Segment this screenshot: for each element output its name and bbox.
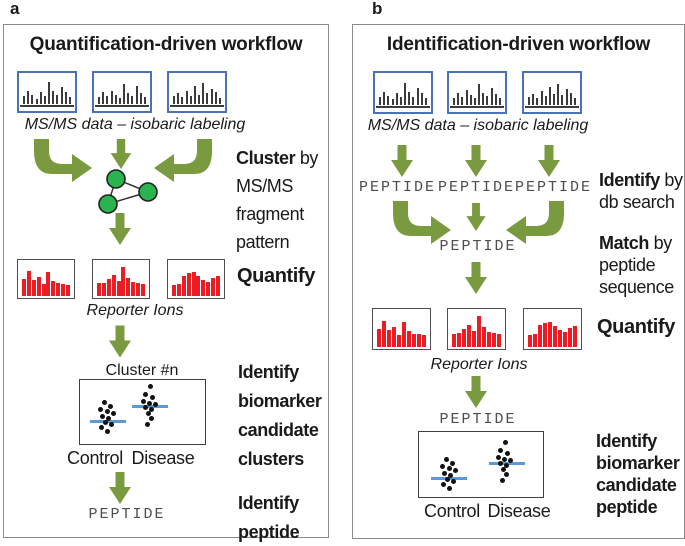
peptide-text: PEPTIDE <box>88 506 166 523</box>
control-group-label: Control <box>424 501 480 521</box>
msms-spectrum-chart <box>522 71 582 114</box>
msms-spectrum-chart <box>92 71 152 113</box>
reporter-ion-bar-chart <box>92 259 150 299</box>
arrow-down-icon <box>465 376 487 408</box>
quantify-label: Quantify <box>237 265 315 287</box>
arrow-curved-right-icon <box>34 139 92 182</box>
peptide-scatter-plot <box>418 431 544 498</box>
msms-spectrum-chart <box>447 71 507 114</box>
panel-b-label: b <box>372 0 383 18</box>
control-group-label: Control <box>67 448 123 468</box>
identify-peptide-label: Identify peptide <box>238 493 300 542</box>
reporter-ions-caption: Reporter Ions <box>430 356 528 373</box>
identify-biomarker-peptide-label: Identify biomarker candidate peptide <box>596 431 680 517</box>
peptide-text: PEPTIDE <box>515 179 593 196</box>
identification-workflow-panel: Identification-driven workflow MS/MS dat… <box>352 24 685 539</box>
reporter-ions-caption: Reporter Ions <box>86 302 184 319</box>
disease-group-label: Disease <box>131 448 195 468</box>
cluster-plot-title: Cluster #n <box>105 362 179 379</box>
reporter-ion-bar-chart <box>372 308 431 350</box>
peptide-text: PEPTIDE <box>359 179 437 196</box>
arrow-down-icon <box>466 203 486 231</box>
arrow-down-icon <box>391 145 413 177</box>
arrow-down-icon <box>109 472 131 504</box>
cluster-scatter-plot <box>79 379 206 445</box>
msms-data-caption: MS/MS data – isobaric labeling <box>24 116 246 133</box>
arrow-down-icon <box>109 325 131 358</box>
reporter-ion-bar-chart <box>447 308 506 350</box>
msms-data-caption: MS/MS data – isobaric labeling <box>367 117 589 134</box>
panel-b-title: Identification-driven workflow <box>386 34 651 55</box>
identify-by-db-search-label: Identify by db search <box>599 170 683 212</box>
reporter-ion-bar-chart <box>17 259 75 299</box>
arrow-curved-right-icon <box>393 201 451 244</box>
disease-group-label: Disease <box>487 501 551 521</box>
arrow-down-icon <box>465 262 487 294</box>
arrow-down-icon <box>109 213 131 245</box>
match-by-peptide-sequence-label: Match by peptide sequence <box>599 233 674 297</box>
cluster-by-label: Cluster by MS/MS fragment pattern <box>236 148 319 252</box>
arrow-curved-left-icon <box>154 139 212 182</box>
msms-spectrum-chart <box>17 71 77 113</box>
cluster-network-icon <box>98 169 158 214</box>
panel-a-label: a <box>10 0 20 18</box>
peptide-text: PEPTIDE <box>438 179 516 196</box>
identify-biomarker-clusters-label: Identify biomarker candidate clusters <box>238 362 322 469</box>
msms-spectrum-chart <box>167 71 227 113</box>
arrow-down-icon <box>538 145 560 177</box>
peptide-text: PEPTIDE <box>439 411 517 428</box>
arrow-curved-left-icon <box>506 201 564 244</box>
quantify-label: Quantify <box>597 316 675 338</box>
panel-a-title: Quantification-driven workflow <box>29 34 303 55</box>
reporter-ion-bar-chart <box>523 308 582 350</box>
reporter-ion-bar-chart <box>167 259 225 299</box>
peptide-text: PEPTIDE <box>439 238 517 255</box>
arrow-down-icon <box>465 145 487 177</box>
quantification-workflow-panel: Quantification-driven workflow MS/MS dat… <box>3 24 329 542</box>
msms-spectrum-chart <box>373 71 433 114</box>
arrow-down-icon <box>110 139 132 169</box>
